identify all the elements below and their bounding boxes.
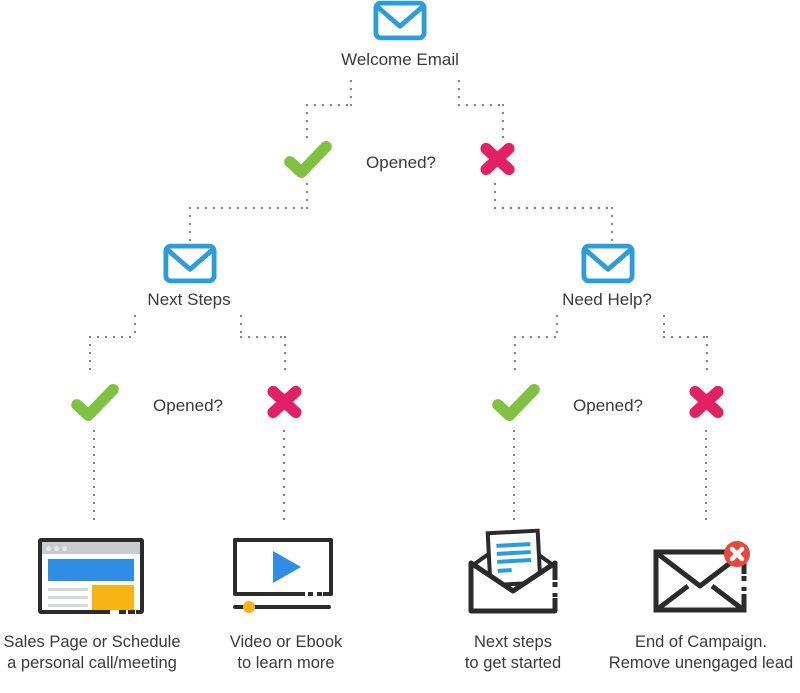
dotted-connector: [350, 80, 352, 106]
browser-titlebar: [42, 542, 140, 554]
dotted-connector: [663, 336, 708, 338]
dotted-connector: [458, 80, 460, 106]
dotted-connector: [89, 336, 91, 370]
dotted-connector: [240, 315, 242, 338]
dotted-connector: [514, 336, 558, 338]
dotted-connector: [514, 336, 516, 370]
question-opened-2: Opened?: [153, 396, 223, 415]
dotted-connector: [283, 430, 285, 525]
caption-line: a personal call/meeting: [7, 654, 177, 672]
node-next-steps-label: Next Steps: [147, 290, 231, 309]
caption-line: Sales Page or Schedule: [3, 633, 181, 651]
video-player-icon: [233, 538, 333, 613]
caption-line: Remove unengaged lead: [608, 654, 794, 672]
node-need-help-label: Need Help?: [562, 290, 652, 309]
sketch-dash: [317, 592, 322, 596]
caption-end-campaign: End of Campaign. Remove unengaged lead: [609, 632, 793, 674]
caption-line: Video or Ebook: [229, 633, 343, 651]
dotted-connector: [705, 430, 707, 525]
cross-icon: [480, 142, 515, 176]
browser-dot: [54, 545, 59, 551]
open-envelope-icon: [468, 528, 559, 614]
dotted-connector: [306, 183, 308, 209]
video-progress-knob: [243, 601, 255, 613]
dotted-connector: [93, 430, 95, 525]
caption-next-steps: Next steps to get started: [465, 632, 561, 674]
dotted-connector: [240, 336, 286, 338]
dotted-connector: [189, 207, 191, 241]
email-icon: [581, 243, 635, 284]
dotted-connector: [513, 430, 515, 525]
question-opened-1: Opened?: [366, 153, 436, 172]
dotted-connector: [458, 104, 504, 106]
email-icon: [373, 0, 427, 41]
sketch-gap: [305, 592, 323, 596]
dotted-connector: [706, 336, 708, 370]
rejected-envelope-icon: [653, 541, 750, 613]
dotted-connector: [611, 207, 613, 241]
dotted-connector: [89, 336, 136, 338]
caption-line: to get started: [464, 654, 562, 672]
cross-icon: [267, 385, 302, 419]
node-welcome-email-label: Welcome Email: [341, 50, 459, 69]
dotted-connector: [189, 207, 308, 209]
browser-dot: [62, 545, 67, 551]
checkmark-icon: [492, 383, 540, 421]
dotted-connector: [556, 315, 558, 338]
caption-line: Next steps: [474, 633, 552, 651]
sketch-dash: [128, 610, 135, 614]
dotted-connector: [502, 104, 504, 138]
dotted-connector: [134, 315, 136, 338]
caption-line: End of Campaign.: [634, 633, 768, 651]
caption-sales-page: Sales Page or Schedule a personal call/m…: [3, 632, 180, 674]
sketch-dash: [119, 610, 126, 614]
browser-text-lines: [48, 585, 88, 610]
email-icon: [163, 243, 217, 284]
play-icon: [273, 551, 301, 583]
dotted-connector: [494, 183, 496, 209]
dotted-connector: [284, 336, 286, 370]
dotted-connector: [306, 104, 352, 106]
dotted-connector: [306, 104, 308, 138]
checkmark-icon: [71, 383, 119, 421]
caption-video-ebook: Video or Ebook to learn more: [230, 632, 343, 674]
checkmark-icon: [284, 140, 332, 178]
browser-hero-banner: [48, 559, 134, 581]
question-opened-3: Opened?: [573, 396, 643, 415]
browser-dot: [46, 545, 51, 551]
video-screen: [233, 538, 333, 596]
cross-icon: [689, 385, 724, 419]
dotted-connector: [663, 315, 665, 338]
browser-window-icon: [38, 538, 144, 614]
sketch-dash: [308, 592, 313, 596]
browser-cta-block: [92, 585, 134, 610]
dotted-connector: [494, 207, 613, 209]
video-progress-bar: [233, 601, 331, 613]
caption-line: to learn more: [237, 654, 335, 672]
